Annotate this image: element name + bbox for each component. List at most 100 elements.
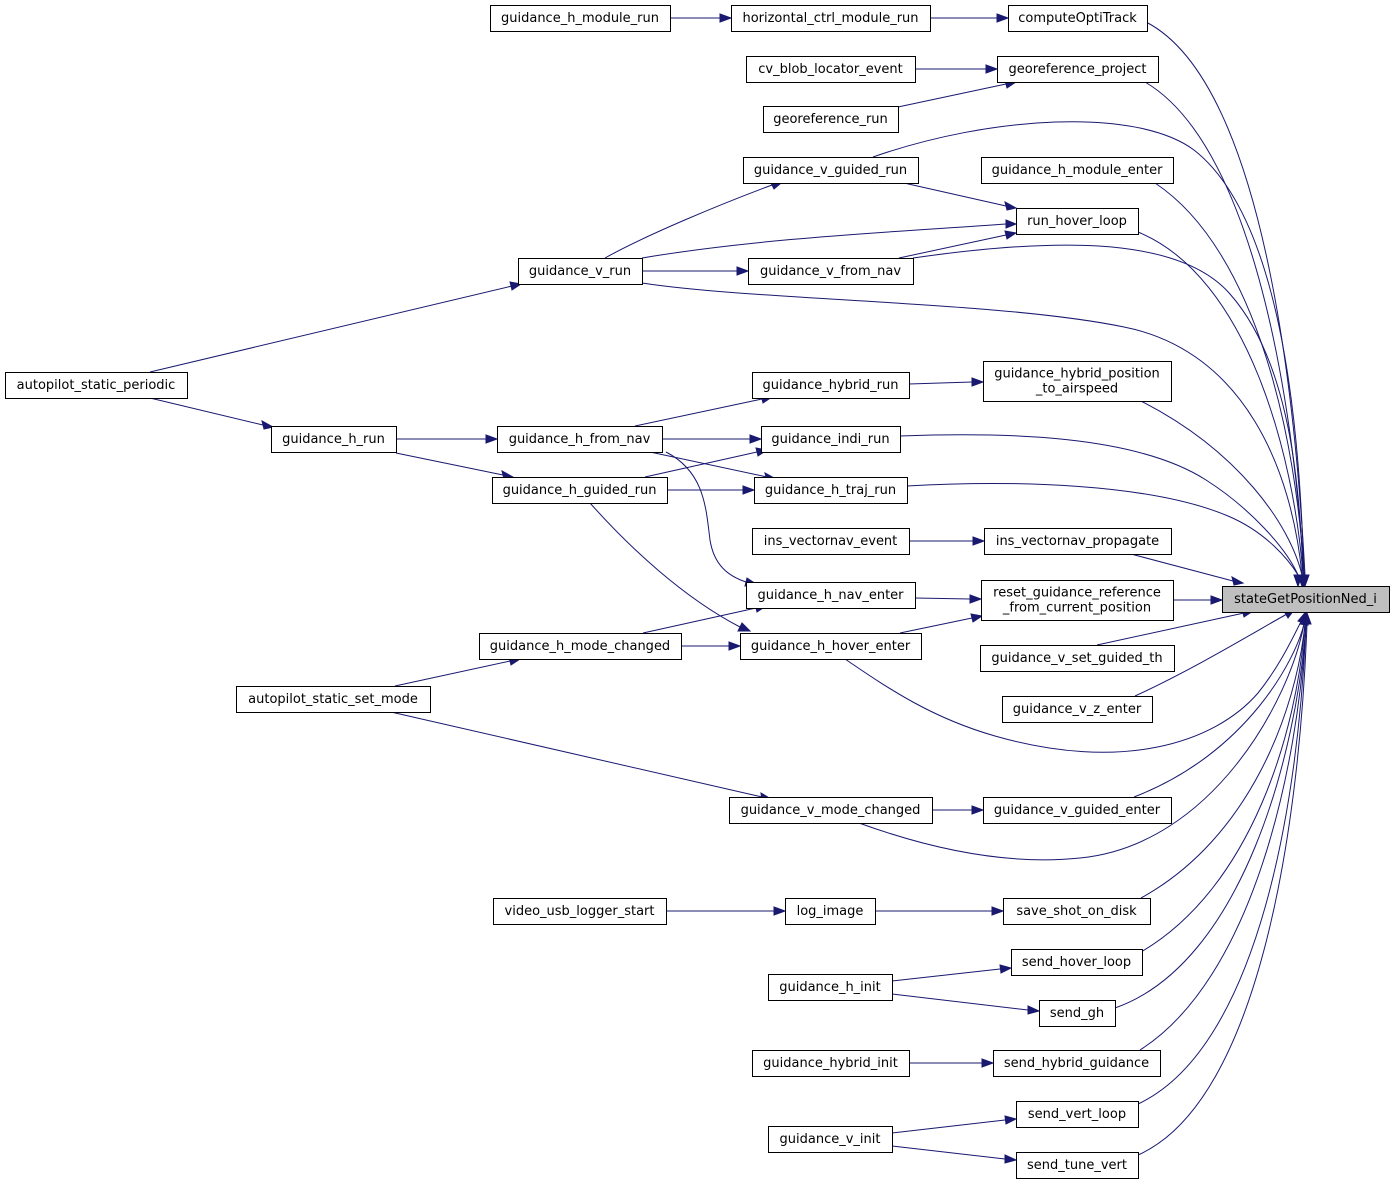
node-guidance-v-z-enter[interactable]: guidance_v_z_enter <box>1002 696 1153 723</box>
edge-guidance-h-module-run-to-horizontal-ctrl-module-run <box>670 13 733 23</box>
node-guidance-h-traj-run[interactable]: guidance_h_traj_run <box>754 477 908 504</box>
node-box[interactable] <box>768 1126 893 1153</box>
node-guidance-h-nav-enter[interactable]: guidance_h_nav_enter <box>746 582 916 609</box>
node-label: georeference_run <box>773 112 888 127</box>
edge-georeference-run-to-georeference-project <box>897 79 1018 108</box>
node-guidance-v-mode-changed[interactable]: guidance_v_mode_changed <box>729 797 933 824</box>
edge-line <box>390 711 763 798</box>
node-box[interactable] <box>981 157 1174 184</box>
node-label: send_tune_vert <box>1027 1158 1127 1173</box>
node-box[interactable] <box>763 106 899 133</box>
node-box[interactable] <box>1016 1152 1139 1179</box>
node-box[interactable] <box>983 797 1172 824</box>
node-box[interactable] <box>752 372 910 399</box>
arrowhead-icon <box>749 434 763 444</box>
node-guidance-v-init[interactable]: guidance_v_init <box>768 1126 893 1153</box>
node-box[interactable] <box>980 645 1175 672</box>
node-box[interactable] <box>984 528 1172 555</box>
node-guidance-h-run[interactable]: guidance_h_run <box>271 426 397 453</box>
node-box[interactable] <box>761 426 901 453</box>
node-box[interactable] <box>752 1050 910 1077</box>
node-box[interactable] <box>236 686 431 713</box>
node-guidance-h-from-nav[interactable]: guidance_h_from_nav <box>497 426 663 453</box>
node-box[interactable] <box>497 426 663 453</box>
node-box[interactable] <box>492 477 668 504</box>
node-box[interactable] <box>5 372 188 399</box>
node-box[interactable] <box>748 258 914 285</box>
node-box[interactable] <box>479 633 682 660</box>
node-box[interactable] <box>740 633 922 660</box>
edge-guidance-h-from-nav-to-guidance-indi-run <box>662 434 763 444</box>
node-guidance-h-module-run[interactable]: guidance_h_module_run <box>490 5 671 32</box>
node-box[interactable] <box>493 898 667 925</box>
node-box[interactable] <box>997 56 1159 83</box>
node-georeference-project[interactable]: georeference_project <box>997 56 1159 83</box>
node-georeference-run[interactable]: georeference_run <box>763 106 899 133</box>
node-box[interactable] <box>729 797 933 824</box>
node-horizontal-ctrl-module-run[interactable]: horizontal_ctrl_module_run <box>731 5 931 32</box>
node-label: cv_blob_locator_event <box>758 62 903 77</box>
node-ins-vectornav-propagate[interactable]: ins_vectornav_propagate <box>984 528 1172 555</box>
node-guidance-v-set-guided-th[interactable]: guidance_v_set_guided_th <box>980 645 1175 672</box>
edge-guidance-h-hover-enter-to-reset-guidance-reference-from-current-position <box>899 613 984 634</box>
node-send-tune-vert[interactable]: send_tune_vert <box>1016 1152 1139 1179</box>
node-cv-blob-locator-event[interactable]: cv_blob_locator_event <box>746 56 916 83</box>
node-box[interactable] <box>746 582 916 609</box>
node-video-usb-logger-start[interactable]: video_usb_logger_start <box>493 898 667 925</box>
node-guidance-v-guided-run[interactable]: guidance_v_guided_run <box>743 157 919 184</box>
node-guidance-hybrid-run[interactable]: guidance_hybrid_run <box>752 372 910 399</box>
node-autopilot-static-periodic[interactable]: autopilot_static_periodic <box>5 372 188 399</box>
node-label: send_vert_loop <box>1028 1107 1126 1122</box>
node-stategetpositionned-i[interactable]: stateGetPositionNed_i <box>1222 586 1390 613</box>
node-box[interactable] <box>981 580 1174 621</box>
node-box[interactable] <box>993 1050 1161 1077</box>
node-guidance-h-guided-run[interactable]: guidance_h_guided_run <box>492 477 668 504</box>
node-send-hover-loop[interactable]: send_hover_loop <box>1011 949 1143 976</box>
node-box[interactable] <box>1039 1000 1116 1027</box>
node-guidance-v-from-nav[interactable]: guidance_v_from_nav <box>748 258 914 285</box>
edge-line <box>1137 231 1304 576</box>
node-box[interactable] <box>743 157 919 184</box>
node-box[interactable] <box>518 258 643 285</box>
node-guidance-hybrid-position-to-airspeed[interactable]: guidance_hybrid_position_to_airspeed <box>983 361 1172 402</box>
node-box[interactable] <box>271 426 397 453</box>
node-box[interactable] <box>1008 5 1148 32</box>
edge-line <box>1096 612 1245 646</box>
node-box[interactable] <box>490 5 671 32</box>
node-box[interactable] <box>1003 898 1151 925</box>
arrowhead-icon <box>985 64 999 74</box>
node-box[interactable] <box>768 974 893 1001</box>
node-box[interactable] <box>746 56 916 83</box>
node-guidance-h-mode-changed[interactable]: guidance_h_mode_changed <box>479 633 682 660</box>
node-send-hybrid-guidance[interactable]: send_hybrid_guidance <box>993 1050 1161 1077</box>
node-guidance-h-init[interactable]: guidance_h_init <box>768 974 893 1001</box>
node-box[interactable] <box>1016 1101 1139 1128</box>
node-run-hover-loop[interactable]: run_hover_loop <box>1016 208 1139 235</box>
node-send-vert-loop[interactable]: send_vert_loop <box>1016 1101 1139 1128</box>
node-box[interactable] <box>754 477 908 504</box>
node-guidance-indi-run[interactable]: guidance_indi_run <box>761 426 901 453</box>
node-box[interactable] <box>1002 696 1153 723</box>
node-guidance-v-guided-enter[interactable]: guidance_v_guided_enter <box>983 797 1172 824</box>
node-send-gh[interactable]: send_gh <box>1039 1000 1116 1027</box>
node-label: _from_current_position <box>1002 601 1151 616</box>
node-box[interactable] <box>1222 586 1390 613</box>
node-box[interactable] <box>785 898 876 925</box>
node-box[interactable] <box>752 528 910 555</box>
node-ins-vectornav-event[interactable]: ins_vectornav_event <box>752 528 910 555</box>
node-reset-guidance-reference-from-current-position[interactable]: reset_guidance_reference_from_current_po… <box>981 580 1174 621</box>
node-computeoptitrack[interactable]: computeOptiTrack <box>1008 5 1148 32</box>
node-box[interactable] <box>1016 208 1139 235</box>
node-box[interactable] <box>983 361 1172 402</box>
node-log-image[interactable]: log_image <box>785 898 876 925</box>
node-guidance-h-module-enter[interactable]: guidance_h_module_enter <box>981 157 1174 184</box>
arrowhead-icon <box>737 622 752 632</box>
node-guidance-hybrid-init[interactable]: guidance_hybrid_init <box>752 1050 910 1077</box>
node-box[interactable] <box>731 5 931 32</box>
arrowhead-icon <box>728 641 742 651</box>
node-autopilot-static-set-mode[interactable]: autopilot_static_set_mode <box>236 686 431 713</box>
node-save-shot-on-disk[interactable]: save_shot_on_disk <box>1003 898 1151 925</box>
node-guidance-v-run[interactable]: guidance_v_run <box>518 258 643 285</box>
node-box[interactable] <box>1011 949 1143 976</box>
node-guidance-h-hover-enter[interactable]: guidance_h_hover_enter <box>740 633 922 660</box>
